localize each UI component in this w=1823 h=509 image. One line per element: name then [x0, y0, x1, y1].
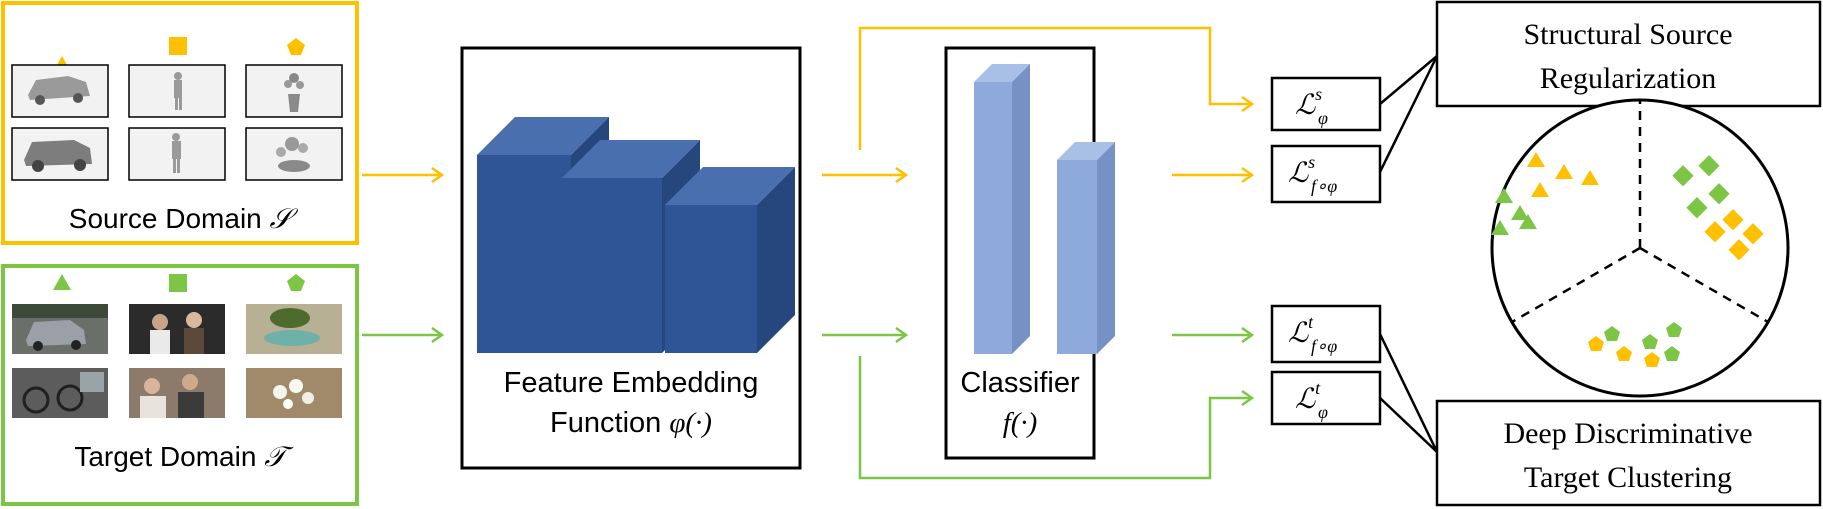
- target-image-people: [129, 304, 225, 354]
- source-image-person: [128, 127, 226, 181]
- svg-text:ℒsf∘φ: ℒsf∘φ: [1288, 152, 1337, 196]
- svg-text:Structural Source: Structural Source: [1523, 18, 1732, 51]
- classifier-box: Classifier f(·): [944, 46, 1115, 460]
- square-marker-icon: [169, 37, 187, 55]
- target-image-bicycles: [12, 368, 108, 418]
- square-marker-icon: [169, 274, 187, 292]
- source-image-person: [128, 64, 226, 118]
- target-domain-panel: Target Domain 𝒯: [1, 264, 359, 506]
- deep-discriminative-target-clustering-box: Deep Discriminative Target Clustering: [1435, 399, 1822, 507]
- svg-text:Regularization: Regularization: [1540, 62, 1717, 95]
- svg-text:Target Clustering: Target Clustering: [1524, 461, 1732, 494]
- classifier-function: f(·): [1003, 407, 1038, 439]
- classifier-layer-block: [974, 64, 1030, 354]
- embedding-layer-block: [665, 167, 795, 353]
- svg-text:ℒtf∘φ: ℒtf∘φ: [1288, 312, 1337, 356]
- pentagon-cluster: [1588, 322, 1682, 367]
- feature-embedding-box: Feature Embedding Function φ(·): [460, 46, 802, 470]
- source-image-vehicle: [11, 64, 109, 118]
- target-image-people: [129, 368, 225, 418]
- source-domain-panel: Source Domain 𝒮: [1, 1, 359, 245]
- pentagon-marker-icon: [287, 274, 305, 291]
- target-image-flowers: [246, 368, 342, 418]
- source-flow-arrows: [362, 26, 1255, 184]
- source-image-plant: [245, 127, 343, 181]
- structural-source-regularization-box: Structural Source Regularization: [1435, 0, 1822, 108]
- loss-connector-lines: [1378, 55, 1439, 453]
- source-image-vehicle: [11, 127, 109, 181]
- svg-text:ℒsφ: ℒsφ: [1295, 84, 1328, 128]
- source-domain-label: Source Domain 𝒮: [69, 203, 299, 235]
- target-image-plant: [246, 304, 342, 354]
- feature-embedding-title: Feature Embedding: [504, 367, 759, 399]
- triangle-marker-icon: [53, 274, 71, 290]
- classifier-title: Classifier: [960, 367, 1080, 399]
- target-image-car: [12, 304, 108, 354]
- svg-text:Deep Discriminative: Deep Discriminative: [1503, 417, 1752, 450]
- triangle-cluster: [1491, 152, 1599, 235]
- feature-embedding-function: Function φ(·): [550, 407, 712, 439]
- classifier-layer-block: [1057, 142, 1115, 354]
- target-flow-arrows: [362, 326, 1255, 480]
- clustering-circle: [1490, 98, 1790, 398]
- pentagon-marker-icon: [287, 38, 305, 55]
- target-domain-label: Target Domain 𝒯: [74, 441, 294, 473]
- source-image-plant: [245, 64, 343, 118]
- svg-text:ℒtφ: ℒtφ: [1295, 378, 1328, 422]
